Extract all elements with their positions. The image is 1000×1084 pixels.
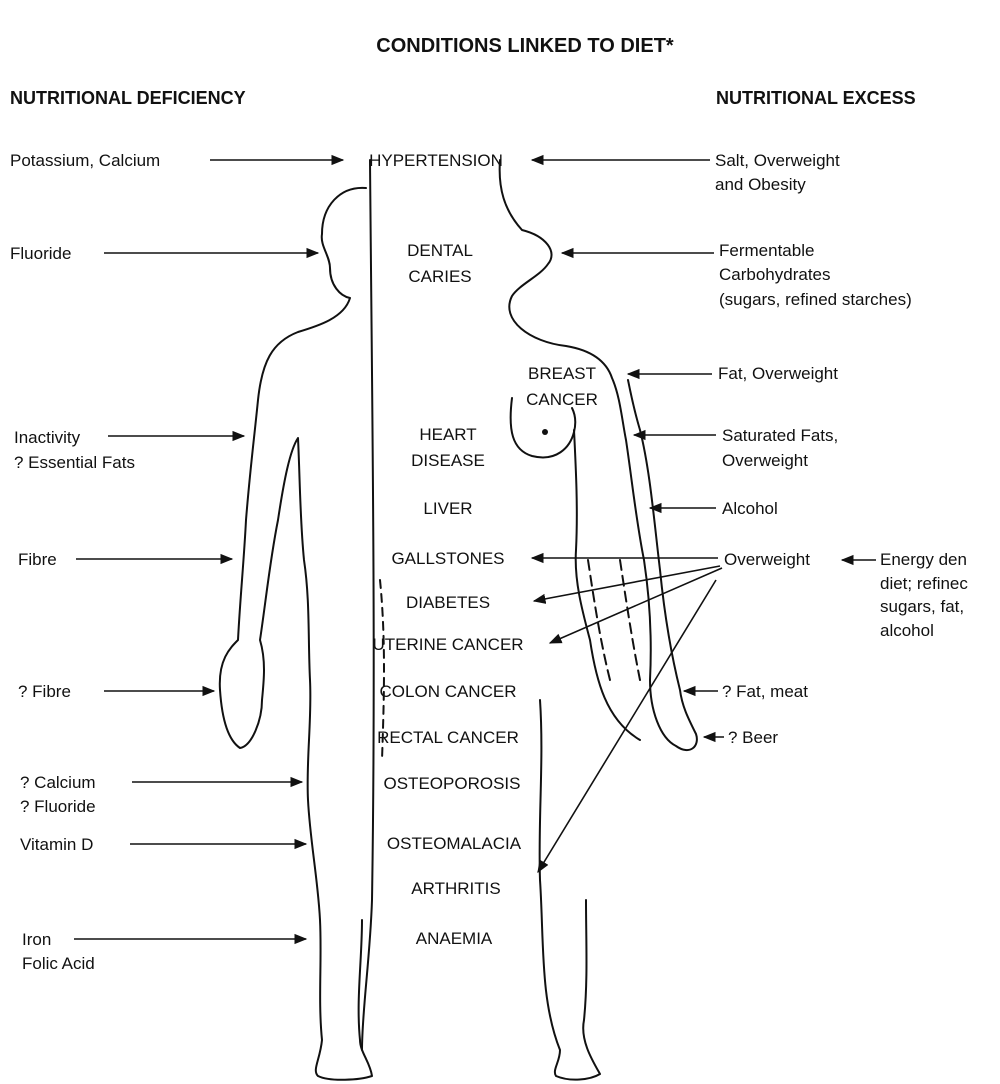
deficiency-header: NUTRITIONAL DEFICIENCY — [10, 88, 246, 108]
diagram-title: CONDITIONS LINKED TO DIET* — [376, 35, 674, 57]
label-sugars-fat: sugars, fat, — [880, 597, 964, 616]
label-fat-meat: ? Fat, meat — [722, 682, 808, 701]
excess-labels: Salt, Overweight and Obesity Fermentable… — [715, 151, 968, 747]
label-q-calcium: ? Calcium — [20, 773, 96, 792]
conditions-column: HYPERTENSION DENTAL CARIES BREAST CANCER… — [369, 151, 598, 948]
condition-osteoporosis: OSTEOPOROSIS — [384, 774, 521, 793]
condition-diabetes: DIABETES — [406, 593, 490, 612]
label-and-obesity: and Obesity — [715, 175, 806, 194]
label-salt-overweight: Salt, Overweight — [715, 151, 840, 170]
condition-anaemia: ANAEMIA — [416, 929, 493, 948]
label-inactivity: Inactivity — [14, 428, 81, 447]
label-sugars-refined-starches: (sugars, refined starches) — [719, 290, 912, 309]
label-alcohol: Alcohol — [722, 499, 778, 518]
excess-header: NUTRITIONAL EXCESS — [716, 88, 916, 108]
label-diet-refined: diet; refinec — [880, 574, 968, 593]
condition-breast: BREAST — [528, 364, 596, 383]
condition-uterine-cancer: UTERINE CANCER — [372, 635, 523, 654]
condition-hypertension: HYPERTENSION — [369, 151, 503, 170]
label-fibre: Fibre — [18, 550, 57, 569]
condition-heart: HEART — [419, 425, 476, 444]
arrow-uterine — [550, 568, 722, 643]
deficiency-labels: Potassium, Calcium Fluoride Inactivity ?… — [10, 151, 160, 973]
label-alcohol-2: alcohol — [880, 621, 934, 640]
condition-disease: DISEASE — [411, 451, 485, 470]
label-overweight-sat: Overweight — [722, 451, 808, 470]
label-iron: Iron — [22, 930, 51, 949]
condition-gallstones: GALLSTONES — [391, 549, 504, 568]
label-folic-acid: Folic Acid — [22, 954, 95, 973]
label-q-fibre: ? Fibre — [18, 682, 71, 701]
label-energy-dense: Energy den — [880, 550, 967, 569]
condition-rectal-cancer: RECTAL CANCER — [377, 728, 519, 747]
label-fat-overweight: Fat, Overweight — [718, 364, 838, 383]
label-vitamin-d: Vitamin D — [20, 835, 93, 854]
condition-liver: LIVER — [423, 499, 472, 518]
condition-dental: DENTAL — [407, 241, 473, 260]
label-potassium-calcium: Potassium, Calcium — [10, 151, 160, 170]
label-carbohydrates: Carbohydrates — [719, 265, 831, 284]
condition-cancer: CANCER — [526, 390, 598, 409]
condition-caries: CARIES — [408, 267, 471, 286]
condition-arthritis: ARTHRITIS — [411, 879, 500, 898]
condition-osteomalacia: OSTEOMALACIA — [387, 834, 522, 853]
arrow-diabetes — [534, 566, 720, 601]
arrow-arthritis — [538, 580, 716, 872]
label-essential-fats: ? Essential Fats — [14, 453, 135, 472]
label-q-fluoride: ? Fluoride — [20, 797, 96, 816]
label-fermentable: Fermentable — [719, 241, 814, 260]
condition-colon-cancer: COLON CANCER — [380, 682, 517, 701]
label-beer: ? Beer — [728, 728, 778, 747]
label-saturated-fats: Saturated Fats, — [722, 426, 838, 445]
label-fluoride: Fluoride — [10, 244, 71, 263]
label-overweight-main: Overweight — [724, 550, 810, 569]
